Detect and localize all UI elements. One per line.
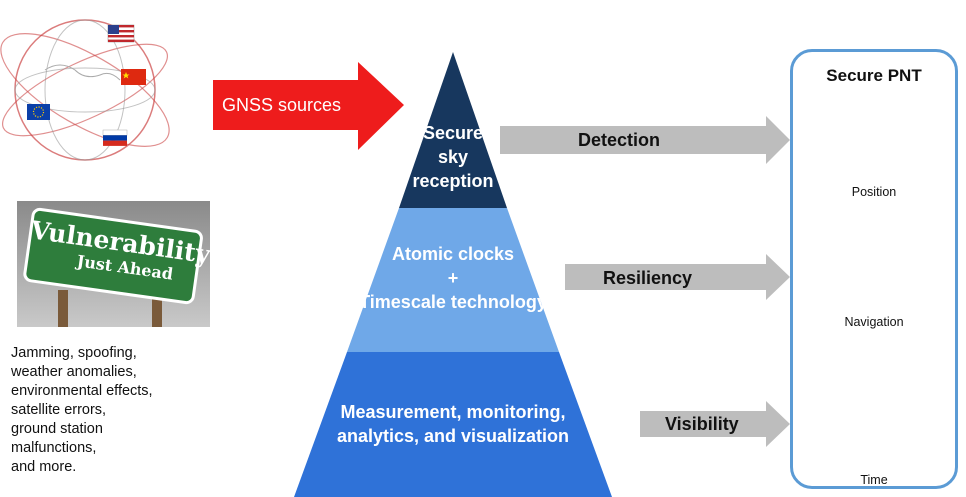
pyramid-bottom-label-line1: Measurement, monitoring, (340, 402, 566, 422)
pyramid-middle (347, 208, 559, 352)
detection-arrow (500, 116, 790, 164)
china-flag-icon (121, 69, 146, 85)
eu-flag-icon (27, 104, 50, 120)
pyramid-middle-label-plus: + (447, 268, 459, 288)
resiliency-arrow (565, 254, 790, 300)
vulnerability-description: Jamming, spoofing, weather anomalies, en… (11, 345, 153, 475)
gnss-arrow (213, 62, 404, 150)
pyramid-middle-label-line3: Timescale technology (359, 292, 547, 312)
pyramid-top-label: Secure sky reception (412, 123, 494, 191)
navigation-caption: Navigation (844, 315, 904, 329)
pyramid-middle-label-line1: Atomic clocks (391, 244, 515, 264)
detection-label: Detection (578, 130, 661, 150)
resiliency-label: Resiliency (603, 268, 693, 288)
pyramid-bottom-label-line2: analytics, and visualization (336, 426, 570, 446)
visibility-arrow (640, 401, 790, 447)
visibility-label: Visibility (665, 414, 739, 434)
russia-flag-icon (102, 129, 128, 146)
secure-pnt-title: Secure PNT (826, 66, 922, 85)
gnss-sources-label: GNSS sources (222, 95, 342, 115)
position-caption: Position (851, 185, 897, 199)
pyramid-top (399, 52, 507, 208)
us-flag-icon (107, 24, 135, 43)
vulnerability-sign-image (17, 201, 210, 327)
globe-orbit-icon (0, 19, 170, 161)
pyramid-bottom (294, 352, 612, 497)
time-caption: Time (860, 473, 888, 487)
secure-pnt-panel: Secure PNT Position Navigation Time (790, 49, 958, 489)
